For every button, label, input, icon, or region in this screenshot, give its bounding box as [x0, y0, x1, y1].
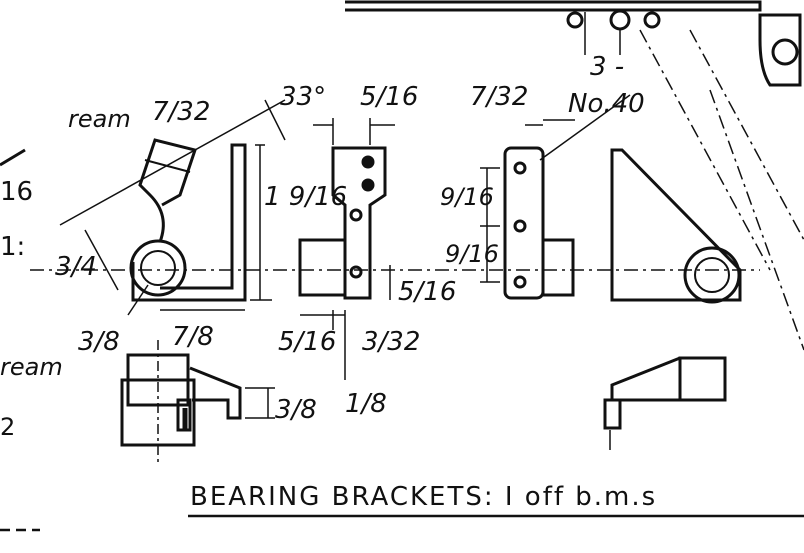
dim-1-9-16: 1 9/16 — [264, 182, 347, 212]
dim-9-16-b: 9/16 — [445, 240, 499, 268]
dim-5-16-mid: 5/16 — [398, 277, 456, 307]
plate-holes-view — [503, 146, 575, 300]
base-view-left — [120, 353, 242, 447]
dim-3-4: 3/4 — [55, 252, 97, 282]
holes-size: No.40 — [568, 89, 645, 119]
margin-16: 16 — [0, 177, 33, 207]
dim-lines-base — [157, 340, 275, 462]
drawing-title: BEARING BRACKETS: I off b.m.s — [190, 482, 657, 512]
top-frame-fragment — [345, 0, 802, 87]
dim-lines-middle — [300, 118, 395, 380]
dim-lines-left — [59, 99, 286, 316]
margin-2: 2 — [0, 413, 15, 441]
dim-7-32-ream: 7/32 — [152, 97, 210, 127]
margin-1: 1: — [0, 232, 25, 262]
holes-count: 3 - — [590, 52, 624, 82]
margin-fraction-bar — [0, 148, 26, 167]
dim-3-8: 3/8 — [78, 327, 120, 357]
dim-3-32: 3/32 — [362, 327, 420, 357]
dim-lines-holes — [480, 94, 631, 283]
triangle-bracket-view — [610, 148, 742, 304]
base-view-right — [603, 356, 727, 450]
centre-lines — [30, 29, 804, 351]
dim-5-16-bottom: 5/16 — [278, 327, 336, 357]
dim-angle: 33° — [280, 82, 326, 112]
dim-9-16-a: 9/16 — [440, 183, 494, 211]
dim-3-8-base: 3/8 — [275, 395, 317, 425]
dim-7-32-top: 7/32 — [470, 82, 528, 112]
ream-label: ream — [68, 105, 131, 133]
dim-1-8: 1/8 — [345, 389, 387, 419]
dim-5-16-top: 5/16 — [360, 82, 418, 112]
side-view-bracket — [129, 138, 247, 302]
ream2-label: ream — [0, 353, 63, 381]
front-view-plate — [298, 146, 387, 300]
dim-7-8: 7/8 — [172, 322, 214, 352]
